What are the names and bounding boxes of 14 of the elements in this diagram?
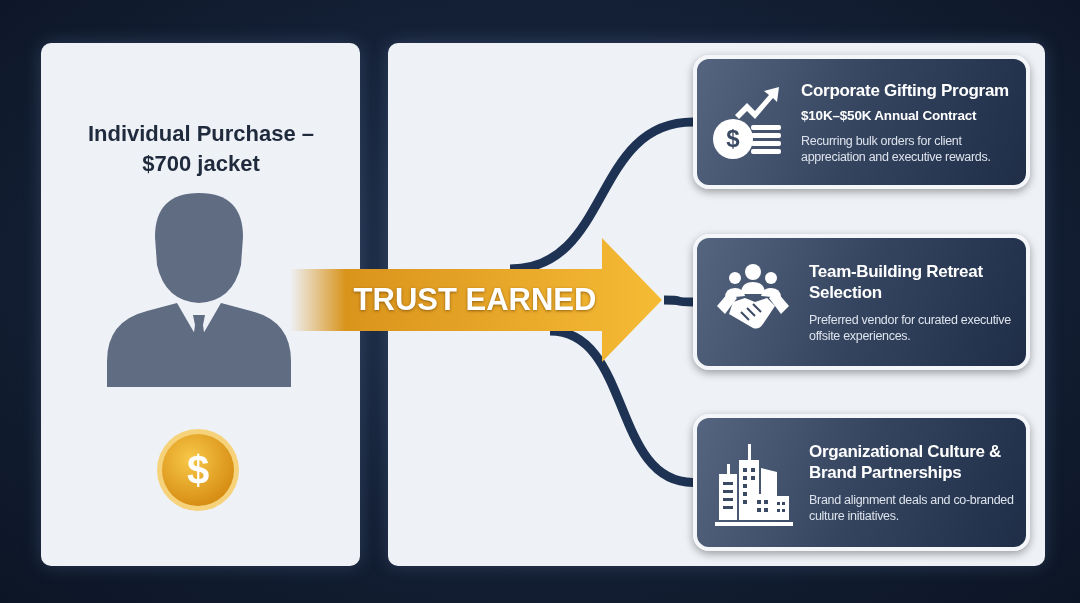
dollar-coin-icon: $ <box>156 428 240 512</box>
service-card <box>693 414 1030 551</box>
card-title: Organizational Culture & Brand Partnerships <box>809 441 1003 483</box>
card-description: Recurring bulk orders for client appreciation and executive rewards. <box>801 132 992 165</box>
card-subtitle: $10K–$50K Annual Contract <box>801 106 978 124</box>
card-title: Corporate Gifting Program <box>801 79 1010 101</box>
service-card <box>693 234 1030 370</box>
card-description: Preferred vendor for curated executive offsite experiences. <box>809 311 1012 344</box>
connector-line <box>663 295 694 307</box>
card-title: Team-Building Retreat Selection <box>809 260 984 303</box>
card-description: Brand alignment deals and co-branded culture initiatives. <box>809 492 1015 524</box>
service-card <box>693 55 1030 189</box>
panel-heading: Individual Purchase – $700 jacket <box>86 120 316 178</box>
banner-label: TRUST EARNED <box>352 282 598 318</box>
